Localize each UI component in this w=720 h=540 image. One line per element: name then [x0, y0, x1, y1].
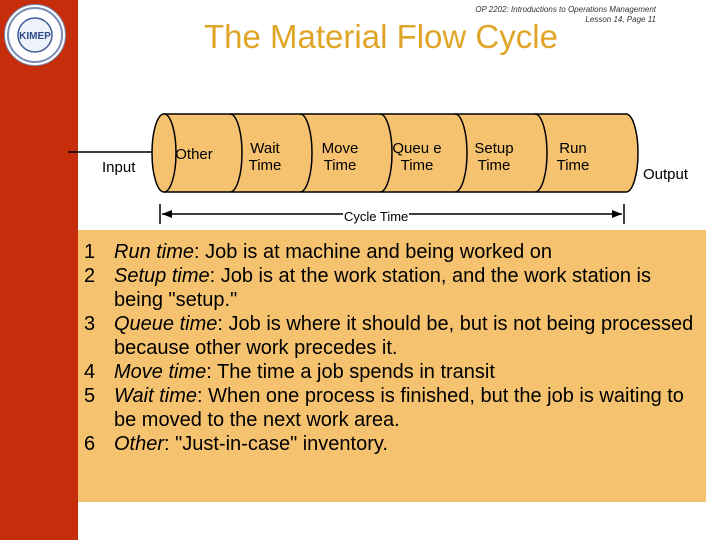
segment-label-queue-time: Queu e Time	[392, 140, 442, 174]
segment-label-wait-time: Wait Time	[240, 140, 290, 174]
cycle-time-label: Cycle Time	[343, 209, 409, 224]
list-item-number: 4	[84, 360, 95, 384]
output-label: Output	[643, 166, 688, 183]
definition-term: Setup time	[114, 265, 210, 287]
list-item-number: 5	[84, 384, 95, 408]
definition-term: Move time	[114, 361, 206, 383]
material-flow-pipe-diagram	[0, 0, 720, 230]
definition-text: "Just-in-case" inventory.	[170, 433, 388, 455]
list-item-number: 2	[84, 264, 95, 288]
definition-term: Other	[114, 433, 164, 455]
segment-label-move-time: Move Time	[313, 140, 367, 174]
list-item-number: 6	[84, 432, 95, 456]
segment-label-run-time: Run Time	[548, 140, 598, 174]
cycle-time-arrow-right-icon	[612, 210, 622, 218]
definition-term: Queue time	[114, 313, 217, 335]
segment-label-other: Other	[168, 146, 220, 163]
definition-term: Wait time	[114, 385, 197, 407]
segment-label-setup-time: Setup Time	[466, 140, 522, 174]
input-label: Input	[102, 159, 135, 176]
definition-term: Run time	[114, 241, 194, 263]
list-item-number: 1	[84, 240, 95, 264]
cycle-time-arrow-left-icon	[162, 210, 172, 218]
definition-text: The time a job spends in transit	[212, 361, 495, 383]
list-item-number: 3	[84, 312, 95, 336]
definition-text: Job is at machine and being worked on	[200, 241, 552, 263]
